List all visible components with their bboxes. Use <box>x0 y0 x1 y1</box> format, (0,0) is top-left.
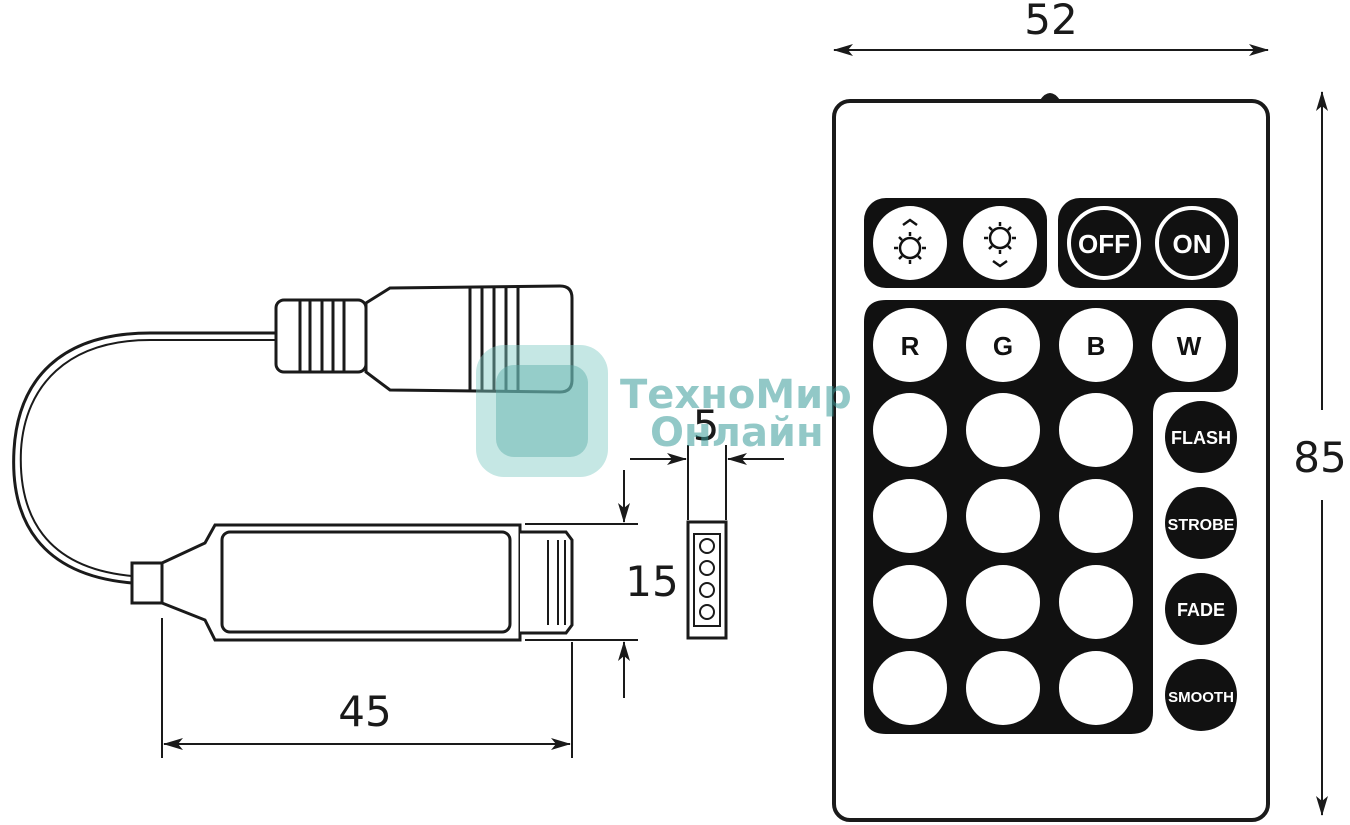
color-button[interactable] <box>1059 565 1133 639</box>
flash-label: FLASH <box>1171 428 1231 448</box>
pin-connector <box>686 520 728 640</box>
color-button[interactable] <box>873 651 947 725</box>
color-button[interactable] <box>873 565 947 639</box>
fade-label: FADE <box>1177 600 1225 620</box>
color-button-grid <box>873 393 1133 725</box>
controller-box <box>130 523 574 642</box>
r-label: R <box>901 331 920 361</box>
smooth-button[interactable]: SMOOTH <box>1165 659 1237 731</box>
cable <box>12 331 282 585</box>
color-button[interactable] <box>1059 479 1133 553</box>
dim-label-85: 85 <box>1293 433 1346 482</box>
smooth-label: SMOOTH <box>1168 689 1234 706</box>
dim-label-45: 45 <box>338 687 391 736</box>
brightness-up-button[interactable] <box>873 206 947 280</box>
w-button[interactable]: W <box>1152 308 1226 382</box>
strobe-button[interactable]: STROBE <box>1165 487 1237 559</box>
color-button[interactable] <box>873 393 947 467</box>
watermark-line1: ТехноМир <box>620 372 852 418</box>
b-button[interactable]: B <box>1059 308 1133 382</box>
on-label: ON <box>1173 229 1212 259</box>
dc-connector <box>274 284 574 394</box>
color-button[interactable] <box>1059 393 1133 467</box>
controller-assembly <box>12 284 728 642</box>
dim-label-15: 15 <box>625 557 678 606</box>
brightness-down-button[interactable] <box>963 206 1037 280</box>
dim-label-5: 5 <box>693 401 720 450</box>
g-button[interactable]: G <box>966 308 1040 382</box>
color-button[interactable] <box>966 565 1040 639</box>
watermark-logo <box>476 345 608 477</box>
fade-button[interactable]: FADE <box>1165 573 1237 645</box>
flash-button[interactable]: FLASH <box>1165 401 1237 473</box>
b-label: B <box>1087 331 1106 361</box>
brightness-up-icon <box>894 218 926 264</box>
brightness-down-icon <box>984 222 1016 268</box>
remote-control: OFF ON R G B W <box>832 93 1270 822</box>
r-button[interactable]: R <box>873 308 947 382</box>
off-label: OFF <box>1078 229 1130 259</box>
dim-label-52: 52 <box>1024 0 1077 44</box>
w-label: W <box>1177 331 1202 361</box>
watermark-line2: Онлайн <box>650 410 824 456</box>
color-button[interactable] <box>966 651 1040 725</box>
color-button[interactable] <box>873 479 947 553</box>
watermark: ТехноМир Онлайн <box>476 345 852 477</box>
on-button[interactable]: ON <box>1155 206 1229 280</box>
off-button[interactable]: OFF <box>1067 206 1141 280</box>
strobe-label: STROBE <box>1168 517 1235 534</box>
color-button[interactable] <box>966 393 1040 467</box>
g-label: G <box>993 331 1013 361</box>
color-button[interactable] <box>1059 651 1133 725</box>
color-button[interactable] <box>966 479 1040 553</box>
